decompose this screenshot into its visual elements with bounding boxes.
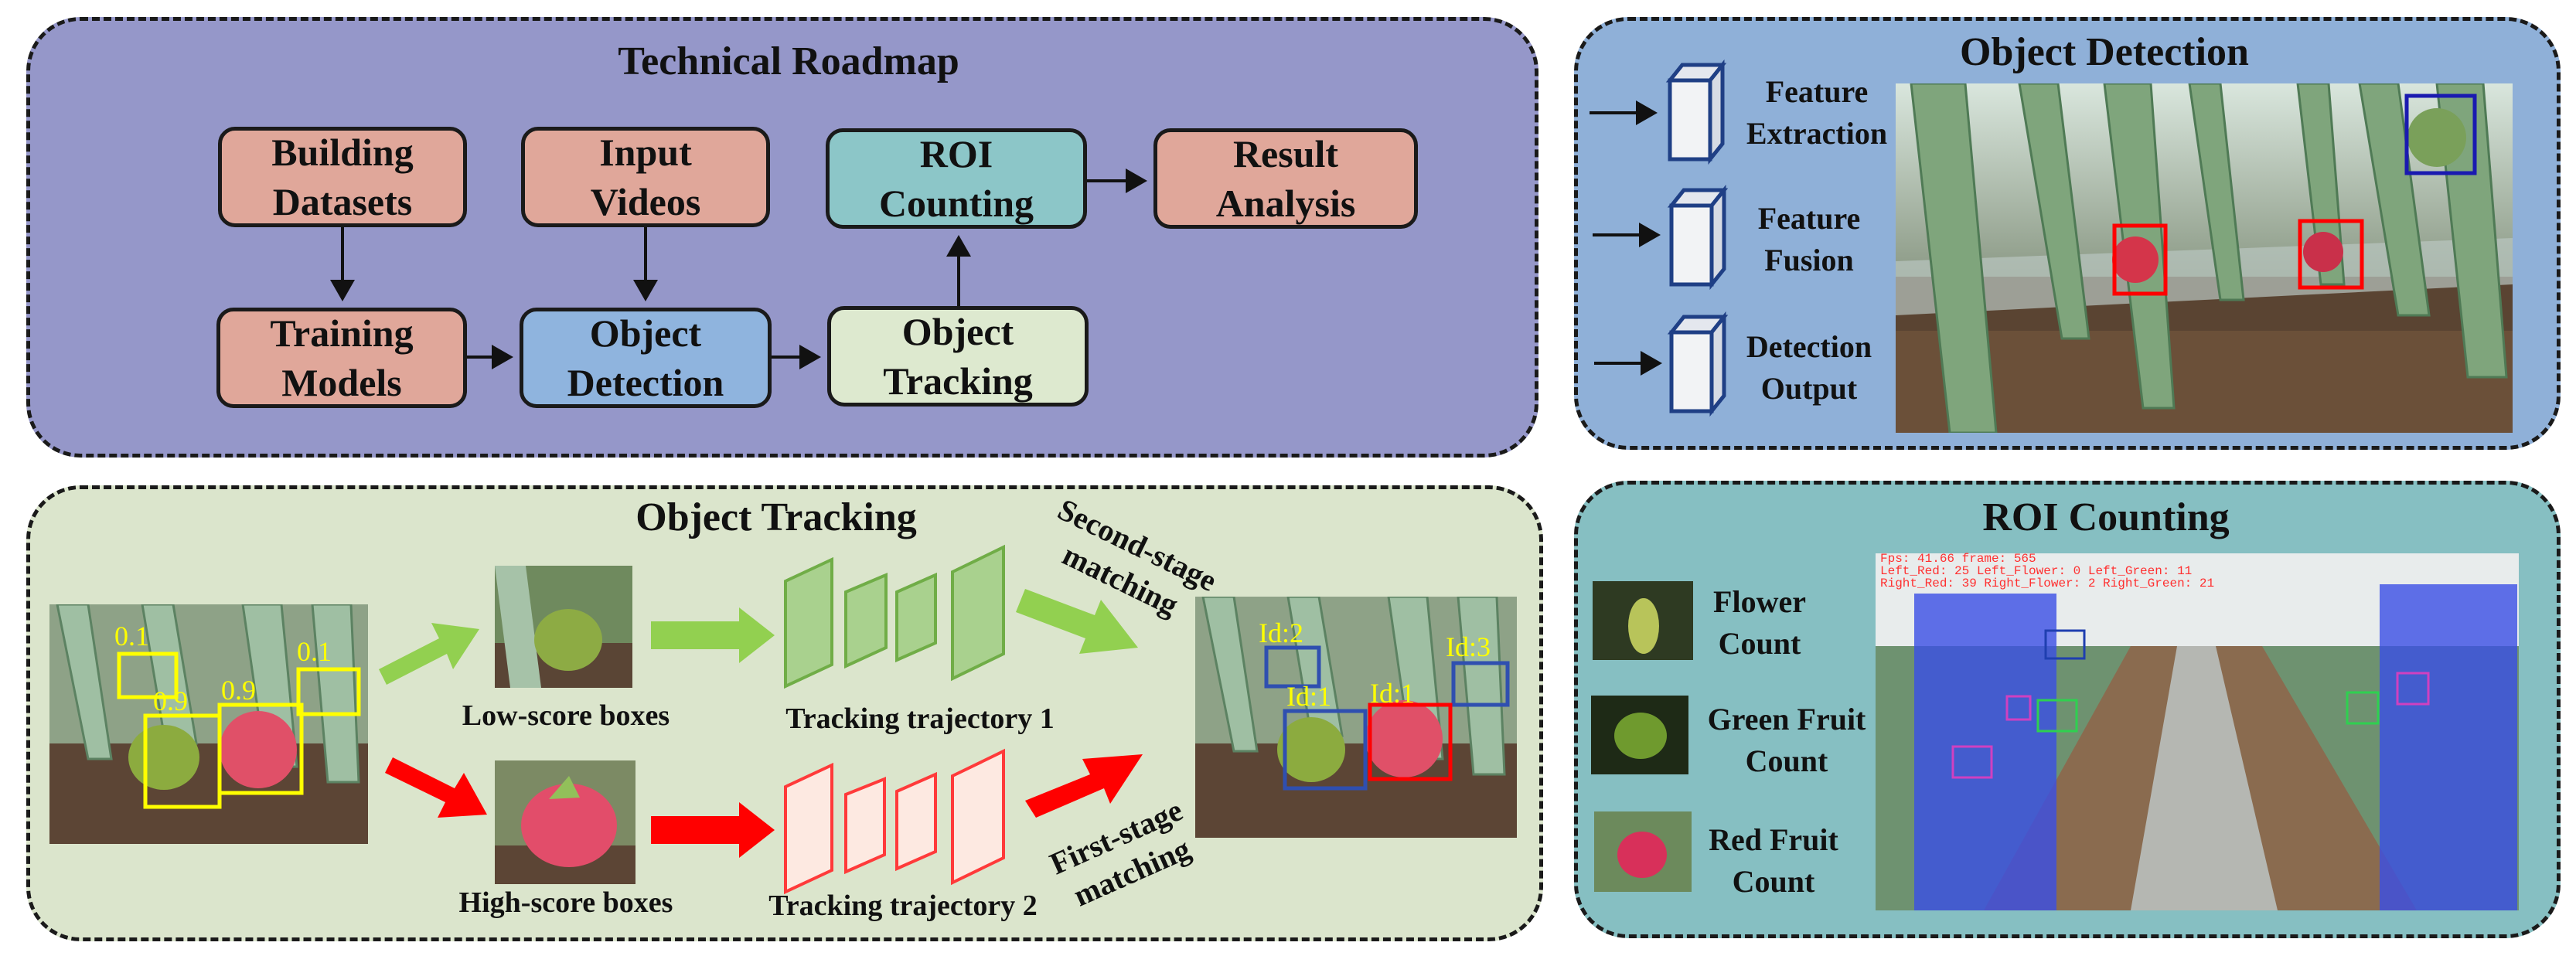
green-arrow-low xyxy=(379,623,479,685)
object-detection-node: Object Detection xyxy=(520,308,772,408)
low-score-label: Low-score boxes xyxy=(462,699,670,732)
roi-left-counts-overlay: Left_Red: 25 Left_Flower: 0 Left_Green: … xyxy=(1880,564,2193,578)
roadmap-title: Technical Roadmap xyxy=(618,39,959,83)
detection-photo-scene xyxy=(1896,83,2513,433)
training-models-node: Training Models xyxy=(216,308,467,408)
red-arrow-first-stage xyxy=(1025,754,1143,818)
building-datasets-node: Building Datasets xyxy=(218,127,467,227)
high-score-crop xyxy=(495,760,635,884)
roi-photo xyxy=(1876,553,2519,910)
tracked-frame-image xyxy=(1195,597,1517,838)
detection-title: Object Detection xyxy=(1960,30,2249,74)
score-label: 0.1 xyxy=(297,636,332,667)
object-tracking-node: Object Tracking xyxy=(827,306,1089,407)
left-roi-zone xyxy=(1914,594,2056,910)
red-arrow-traj2 xyxy=(651,802,775,858)
red-fruit-thumb-scene xyxy=(1594,811,1692,892)
track-id-label: Id:2 xyxy=(1259,617,1303,648)
feature-extraction-label: Feature Extraction xyxy=(1746,74,1888,151)
feature-fusion-label: Feature Fusion xyxy=(1757,201,1861,277)
trajectory-1-shapes xyxy=(784,544,1005,689)
red-fruit-count-label: Red Fruit Count xyxy=(1709,822,1838,899)
green-fruit-count-label: Green Fruit Count xyxy=(1707,702,1866,778)
detection-photo xyxy=(1896,83,2513,433)
trajectory-2-shapes xyxy=(784,748,1005,895)
track-id-label: Id:1 xyxy=(1286,681,1331,712)
flower-thumb-scene xyxy=(1593,581,1693,660)
flower-count-label: Flower Count xyxy=(1713,584,1806,661)
score-label: 0.1 xyxy=(114,621,149,652)
high-score-crop-scene xyxy=(495,760,635,884)
tracking-title: Object Tracking xyxy=(635,495,917,539)
input-videos-node: Input Videos xyxy=(521,127,770,227)
tracked-frame-scene xyxy=(1195,597,1517,838)
track-id-label: Id:3 xyxy=(1446,631,1491,662)
trajectory-2-label: Tracking trajectory 2 xyxy=(768,890,1038,922)
source-frame-image xyxy=(49,604,368,844)
high-score-label: High-score boxes xyxy=(458,886,673,919)
result-analysis-node: Result Analysis xyxy=(1153,128,1418,229)
low-score-crop-scene xyxy=(495,566,632,688)
green-arrow-second-stage xyxy=(1016,589,1138,654)
roi-title: ROI Counting xyxy=(1982,495,2230,539)
flower-thumb xyxy=(1593,581,1693,660)
detection-output-label: Detection Output xyxy=(1746,329,1872,406)
roi-right-counts-overlay: Right_Red: 39 Right_Flower: 2 Right_Gree… xyxy=(1880,577,2215,590)
roi-counting-node: ROI Counting xyxy=(826,128,1087,229)
roi-fps-overlay: Fps: 41.66 frame: 565 xyxy=(1880,552,2036,566)
green-arrow-traj1 xyxy=(651,607,775,663)
score-label: 0.9 xyxy=(221,675,256,706)
source-frame-scene xyxy=(49,604,368,844)
roi-photo-scene xyxy=(1876,553,2519,910)
red-fruit-thumb xyxy=(1594,811,1692,892)
right-roi-zone xyxy=(2380,584,2517,910)
track-id-label: Id:1 xyxy=(1370,678,1415,709)
score-label: 0.9 xyxy=(153,686,188,716)
trajectory-1-label: Tracking trajectory 1 xyxy=(785,703,1055,735)
low-score-crop xyxy=(495,566,632,688)
green-fruit-thumb xyxy=(1591,696,1688,774)
green-fruit-thumb-scene xyxy=(1591,696,1688,774)
red-arrow-high xyxy=(385,757,487,818)
